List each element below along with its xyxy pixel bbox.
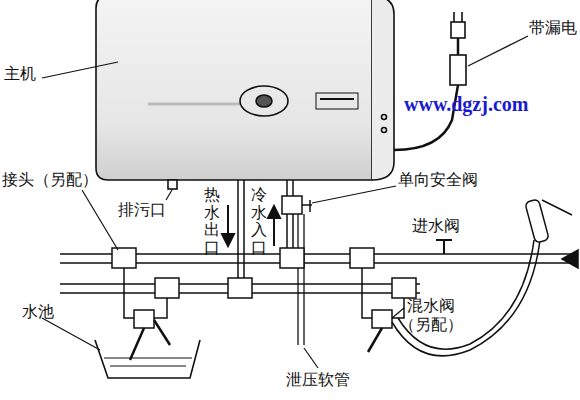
part-label: 单向安全阀 [398, 170, 478, 189]
cold-flow-arrow [273, 216, 275, 246]
logo-oval [240, 86, 288, 116]
heater-end-cap [372, 0, 394, 180]
logo-eye [256, 95, 272, 107]
safety-valve-outlet [302, 200, 312, 212]
part-label: 冷水入口 [251, 186, 267, 256]
handle [368, 328, 382, 352]
shower-hose [392, 240, 540, 356]
part-label: 进水阀 [412, 216, 460, 235]
joint [155, 278, 179, 298]
water-surface [104, 358, 192, 366]
shower-hose [398, 240, 534, 349]
shower-head [525, 199, 549, 243]
leader [312, 186, 396, 203]
mixer-valve [134, 310, 154, 328]
part-label: 混水阀 （另配） [398, 296, 464, 334]
heater-body [96, 0, 372, 180]
leakage-protector [450, 55, 466, 85]
cold-pipe [60, 254, 575, 263]
leader [42, 318, 100, 350]
hot-riser [238, 180, 244, 290]
inlet-valve [436, 240, 452, 254]
heater [96, 0, 394, 189]
part-label: 泄压软管 [286, 370, 350, 389]
joint [280, 248, 304, 268]
mixer-valve [372, 310, 392, 328]
relief-hose [303, 214, 304, 345]
part-label: 热水出口 [204, 186, 220, 256]
leader [82, 190, 118, 250]
part-label: 水池 [22, 302, 54, 321]
plug-pins [454, 12, 462, 22]
part-label: 带漏电 [529, 18, 577, 37]
brand-plate-text [320, 98, 354, 100]
sink [95, 340, 200, 378]
brand-plate [316, 93, 358, 109]
handle [154, 320, 170, 345]
joint [392, 278, 416, 298]
joint [350, 248, 374, 268]
leader [304, 348, 318, 368]
joint [112, 248, 136, 268]
leader-lines [42, 36, 528, 368]
pipes [60, 180, 578, 360]
part-label: 接头（另配） [2, 170, 98, 189]
shower-head-line [542, 200, 572, 215]
leader [42, 62, 118, 78]
cord [457, 38, 460, 55]
arrowhead [268, 206, 280, 218]
power-cord [394, 12, 466, 150]
leader [166, 190, 172, 200]
indicator [382, 128, 387, 133]
joint [228, 278, 252, 298]
watermark: www.dgzj.com [404, 92, 528, 116]
trim-line [148, 103, 240, 106]
relief-hose [297, 214, 298, 345]
drain-outlet [168, 180, 177, 189]
sink-basin [95, 340, 200, 378]
safety-valve [282, 196, 302, 214]
inflow-arrow [562, 250, 578, 268]
leader [468, 36, 528, 66]
indicator [382, 115, 387, 120]
hot-flow-arrow [227, 205, 229, 236]
part-label: 主机 [4, 64, 36, 83]
part-label: 排污口 [118, 200, 166, 219]
arrowhead [222, 234, 234, 246]
spout [130, 328, 144, 360]
cold-riser [287, 180, 293, 254]
plug [451, 22, 465, 38]
